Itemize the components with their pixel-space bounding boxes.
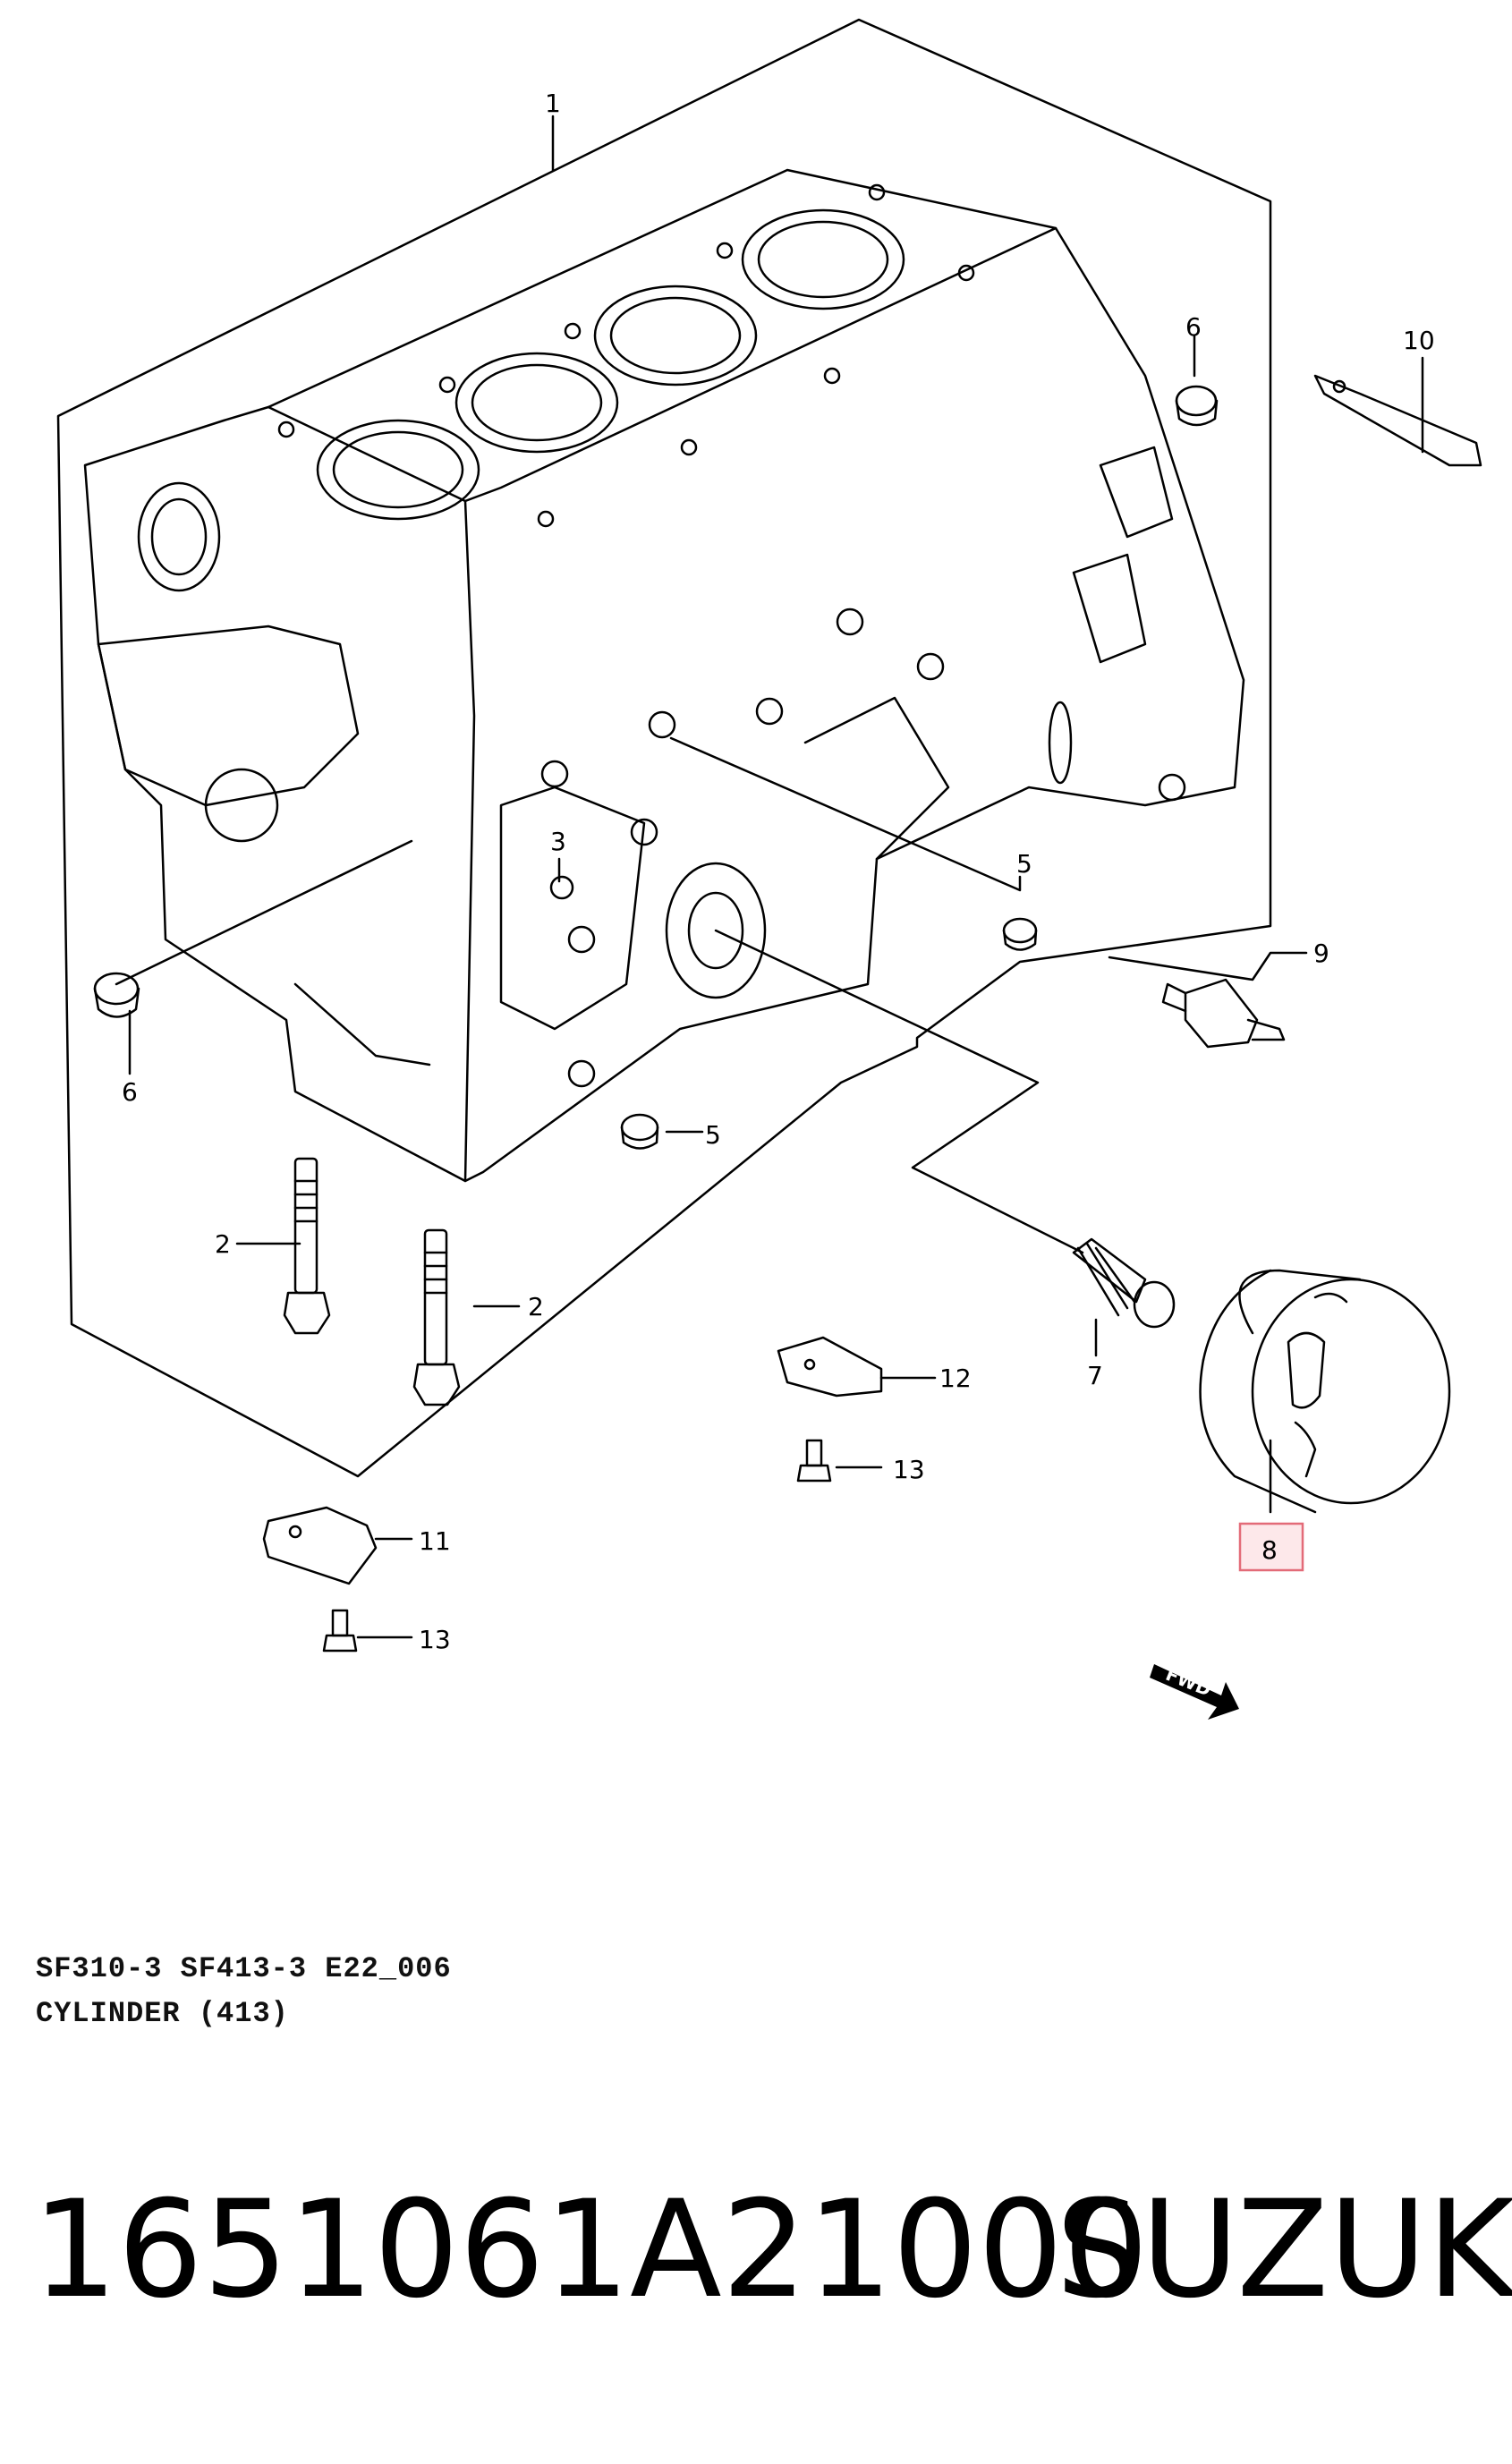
bolt-2-lower — [412, 1228, 461, 1406]
callout-6-upper: 6 — [1185, 312, 1202, 342]
leader-5a — [669, 736, 1022, 892]
callout-5-right: 5 — [1016, 849, 1032, 879]
sensor-9 — [1161, 978, 1286, 1049]
callout-6-lower: 6 — [122, 1077, 138, 1107]
callout-10: 10 — [1403, 326, 1435, 355]
bracket-12 — [777, 1336, 883, 1398]
bracket-11 — [262, 1506, 378, 1585]
fwd-arrow: FWD — [1150, 1663, 1239, 1720]
callout-11: 11 — [419, 1526, 451, 1556]
callout-3: 3 — [550, 827, 566, 856]
parts-diagram: FWD 1 6 10 3 5 9 6 5 2 2 7 12 13 8 11 13 — [56, 18, 1482, 1720]
diagram-title-caption: CYLINDER (413) — [36, 1997, 289, 2030]
part-number: 1651061A21000 — [32, 2172, 1149, 2328]
plug-5-lower — [620, 1113, 659, 1150]
leader-6b — [115, 839, 413, 986]
brand-name: SUZUKI — [1056, 2172, 1512, 2328]
callout-13-lower: 13 — [419, 1625, 451, 1654]
highlight-box-part-8 — [1238, 1522, 1304, 1572]
bolt-2-upper — [283, 1157, 331, 1335]
plug-6-upper — [1175, 385, 1219, 427]
group-outline — [56, 18, 1272, 1478]
bracket-10 — [1313, 374, 1482, 467]
oil-filter-8 — [1199, 1269, 1451, 1514]
callout-1: 1 — [545, 89, 561, 118]
callout-2-upper: 2 — [215, 1229, 231, 1259]
callout-2-lower: 2 — [528, 1292, 544, 1321]
cylinder-block — [83, 168, 1245, 1183]
callout-12: 12 — [939, 1364, 972, 1393]
bolt-13-lower — [322, 1609, 358, 1653]
callout-7: 7 — [1087, 1361, 1103, 1390]
callout-13-upper: 13 — [893, 1455, 925, 1484]
diagram-code-caption: SF310-3 SF413-3 E22_006 — [36, 1952, 452, 1985]
plug-3 — [549, 875, 574, 900]
union-bolt-7 — [1072, 1237, 1176, 1329]
callout-5-lower: 5 — [705, 1120, 721, 1150]
leader-8path — [714, 929, 1084, 1254]
plug-5-right — [1002, 917, 1038, 951]
fwd-label: FWD — [1163, 1663, 1215, 1701]
callout-9: 9 — [1313, 939, 1329, 968]
bolt-13-upper — [796, 1439, 832, 1483]
callout-8: 8 — [1261, 1535, 1278, 1565]
plug-6-lower — [93, 972, 140, 1018]
footer — [0, 2058, 1512, 2464]
leader-9 — [1108, 951, 1308, 981]
